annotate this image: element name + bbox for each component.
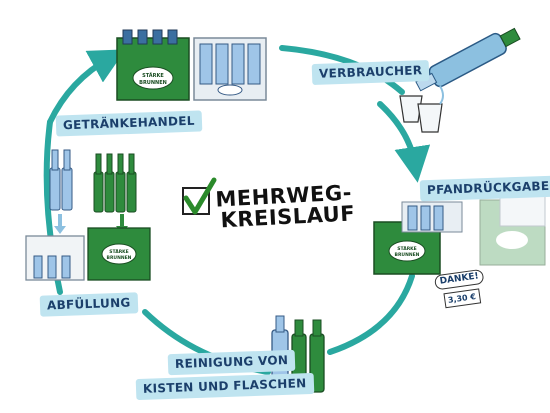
white-crate-return	[401, 201, 463, 233]
white-crate-fill	[25, 235, 85, 281]
crate-logo-return: STÄRKE	[397, 245, 416, 252]
deposit-receipt: DANKE! 3,30 €	[433, 268, 487, 310]
svg-text:BRUNNEN: BRUNNEN	[139, 80, 167, 86]
drinking-cups	[399, 85, 444, 133]
svg-text:BRUNNEN: BRUNNEN	[107, 255, 132, 261]
label-deposit-return: PFANDRÜCKGABE	[419, 175, 550, 202]
arrow-retail-top	[47, 49, 126, 125]
green-crate-top	[116, 29, 190, 101]
arrow-consumer-to-return	[377, 101, 431, 183]
bottles-to-fill	[49, 149, 137, 213]
crate-logo-fill: STÄRKE	[109, 248, 128, 255]
label-consumer: VERBRAUCHER	[311, 59, 430, 86]
white-crate-top	[193, 37, 267, 101]
arrow-return-to-cleaning	[327, 273, 415, 355]
check-box-icon	[182, 177, 217, 215]
faded-crates	[479, 195, 546, 266]
crate-logo-top: STÄRKE	[142, 72, 164, 79]
svg-text:BRUNNEN: BRUNNEN	[395, 252, 420, 258]
pouring-bottle	[415, 27, 521, 92]
label-cleaning-line-1: REINIGUNG VON	[167, 349, 296, 376]
green-crate-fill	[87, 227, 151, 281]
label-filling: ABFÜLLUNG	[39, 292, 138, 317]
diagram-title: MEHRWEG- KREISLAUF	[215, 181, 356, 233]
